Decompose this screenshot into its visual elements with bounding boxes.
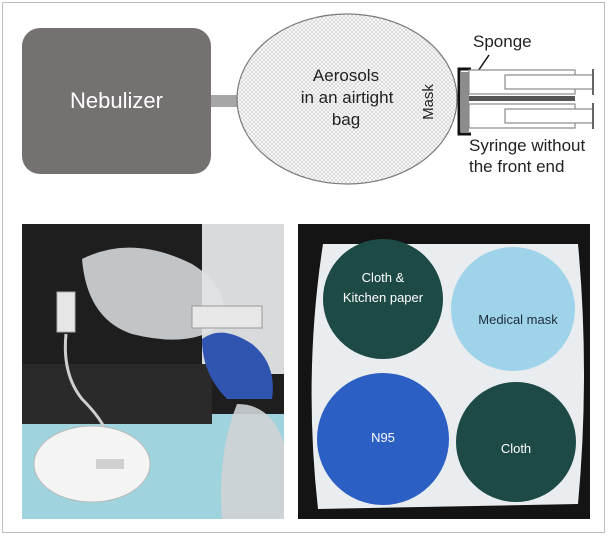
syringe-label-line-1: Syringe without [469,136,586,155]
label-n95: N95 [371,430,395,445]
figure-frame: Nebulizer Aerosols in an airtight bag Ma… [2,2,605,533]
syringe-divider [469,96,575,101]
pad-cloth-kitchen-paper [323,239,443,359]
bag-label-line-1: Aerosols [312,66,380,85]
mask-sponge [461,72,469,132]
aerosol-bag [236,13,458,185]
syringe-lower-plunger [504,108,594,124]
nebulizer-connector [211,95,239,107]
mask-bracket [457,67,471,136]
syringe-label-line-2: the front end [469,157,565,176]
bag-label-line-2: in an airtight [300,88,394,107]
setup-photo [22,224,284,519]
label-cloth: Cloth [500,441,532,456]
sponge-label: Sponge [473,32,532,51]
label-medical-mask: Medical mask [478,312,558,327]
nebulizer-box: Nebulizer [22,28,211,174]
label-cloth-kitchen-paper-line-1: Cloth & [361,270,405,285]
schematic-diagram [236,13,594,185]
bag-label-line-3: bag [331,110,361,129]
samples-photo: Cloth & Kitchen paper Medical mask N95 C… [298,224,590,519]
pad-medical-mask [451,247,575,371]
pad-cloth [456,382,576,502]
syringe-upper-plunger [504,74,594,90]
label-cloth-kitchen-paper-line-2: Kitchen paper [342,290,424,305]
mask-label: Mask [419,84,437,120]
nebulizer-label: Nebulizer [70,88,163,113]
pad-n95 [317,373,449,505]
